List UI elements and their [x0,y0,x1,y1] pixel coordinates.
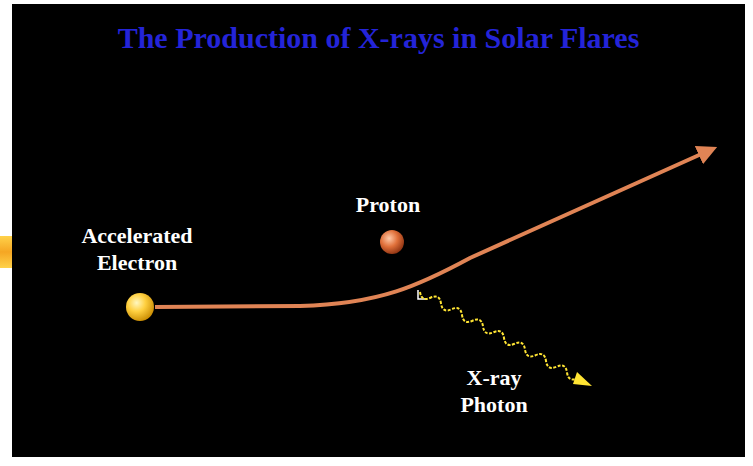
photon-label: X-ray Photon [448,364,540,418]
electron-sphere [126,293,154,321]
electron-trajectory [155,151,708,307]
proton-sphere [380,230,404,254]
proton-label: Proton [340,191,436,218]
diagram-title: The Production of X-rays in Solar Flares [12,20,745,56]
photon-arrowhead [573,372,592,386]
sun-fragment [0,236,12,268]
electron-label: Accelerated Electron [62,222,212,276]
black-panel [12,4,745,457]
